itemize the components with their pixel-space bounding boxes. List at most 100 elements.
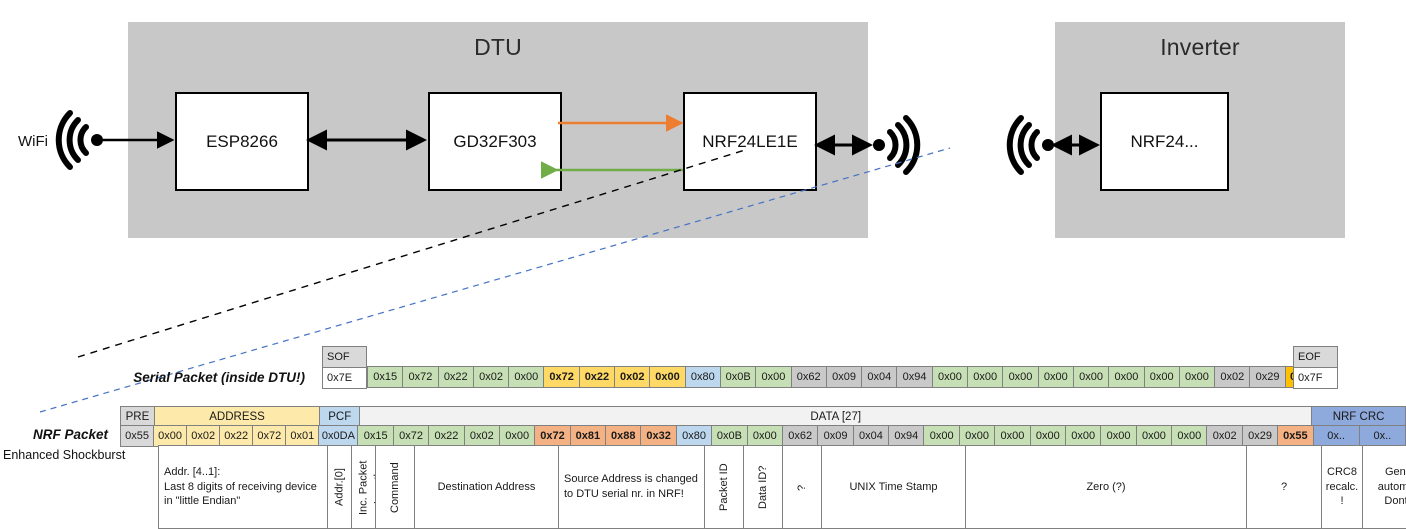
nrf-description-table: Addr. [4..1]: Last 8 digits of receiving… (120, 445, 1406, 529)
inverter-title: Inverter (1055, 34, 1345, 61)
desc-zero: Zero (?) (966, 446, 1247, 529)
serial-eof-header: EOF (1294, 347, 1338, 368)
serial-byte-2: 0x22 (438, 367, 473, 388)
nrf-byte-21: 0x00 (1101, 426, 1136, 447)
nrf-crc-byte-0: 0x.. (1313, 426, 1359, 447)
desc-unknown-2: ? (1247, 446, 1322, 529)
nrf-address-byte-4: 0x01 (286, 426, 319, 447)
desc-addr0: Addr.[0] (328, 446, 352, 529)
serial-byte-4: 0x00 (509, 367, 544, 388)
chip-esp8266-label: ESP8266 (206, 132, 278, 152)
desc-nrf-crc: Generated automatically. Dont Care! (1363, 446, 1406, 529)
nrf-address-byte-1: 0x02 (187, 426, 220, 447)
nrf-header-table: PRE ADDRESS PCF DATA [27] NRF CRC (120, 406, 1406, 427)
desc-pre-spacer (120, 446, 159, 529)
nrf-byte-11: 0x00 (747, 426, 782, 447)
nrf-byte-5: 0x72 (535, 426, 570, 447)
serial-packet-label: Serial Packet (inside DTU!) (0, 370, 305, 385)
serial-byte-19: 0x00 (1038, 367, 1073, 388)
chip-nrf24le1e: NRF24LE1E (683, 92, 817, 191)
desc-crc8: CRC8 recalc. ! (1322, 446, 1363, 529)
nrf-byte-20: 0x00 (1065, 426, 1100, 447)
serial-byte-24: 0x02 (1215, 367, 1250, 388)
nrf-address-byte-3: 0x72 (253, 426, 286, 447)
chip-esp8266: ESP8266 (175, 92, 309, 191)
nrf-byte-17: 0x00 (959, 426, 994, 447)
desc-data-id: Data ID? (744, 446, 783, 529)
serial-byte-10: 0x0B (720, 367, 755, 388)
serial-byte-22: 0x00 (1144, 367, 1179, 388)
nrf-crc-byte-1: 0x.. (1359, 426, 1405, 447)
nrf-address-byte-0: 0x00 (154, 426, 187, 447)
nrf-pre-header: PRE (121, 407, 155, 427)
serial-byte-15: 0x94 (897, 367, 932, 388)
nrf-packet-label: NRF Packet (0, 427, 108, 442)
serial-byte-18: 0x00 (1003, 367, 1038, 388)
chip-gd32f303: GD32F303 (428, 92, 562, 191)
nrf-crc-header: NRF CRC (1312, 407, 1406, 427)
desc-unknown-1: ? (783, 446, 822, 529)
chip-nrf24le1e-label: NRF24LE1E (702, 132, 797, 152)
serial-byte-8: 0x00 (650, 367, 685, 388)
serial-byte-25: 0x29 (1250, 367, 1285, 388)
nrf-address-header: ADDRESS (154, 407, 319, 427)
serial-byte-5: 0x72 (544, 367, 579, 388)
nrf-byte-3: 0x02 (464, 426, 499, 447)
nrf-byte-23: 0x00 (1172, 426, 1207, 447)
nrf-pre-value: 0x55 (121, 426, 154, 447)
nrf-byte-10: 0x0B (712, 426, 747, 447)
nrf-byte-4: 0x00 (499, 426, 534, 447)
serial-byte-1: 0x72 (403, 367, 438, 388)
serial-byte-23: 0x00 (1179, 367, 1214, 388)
nrf-byte-24: 0x02 (1207, 426, 1242, 447)
nrf-byte-6: 0x81 (570, 426, 605, 447)
nrf-byte-26: 0x55 (1278, 426, 1313, 447)
nrf-byte-0: 0x15 (358, 426, 393, 447)
serial-byte-7: 0x02 (615, 367, 650, 388)
chip-nrf24-label: NRF24... (1130, 132, 1198, 152)
nrf-byte-18: 0x00 (995, 426, 1030, 447)
nrf-byte-1: 0x72 (393, 426, 428, 447)
nrf-byte-7: 0x88 (606, 426, 641, 447)
serial-sof-header: SOF (323, 347, 367, 368)
serial-eof-value: 0x7F (1294, 368, 1338, 389)
nrf-pcf-header: PCF (320, 407, 360, 427)
serial-byte-16: 0x00 (932, 367, 967, 388)
nrf-byte-15: 0x94 (889, 426, 924, 447)
serial-sof-table: SOF 0x7E (322, 346, 367, 389)
nrf-byte-25: 0x29 (1242, 426, 1277, 447)
enhanced-shockburst-label: Enhanced Shockburst (0, 448, 126, 462)
block-diagram: DTU Inverter ESP8266 GD32F303 NRF24LE1E … (0, 0, 1406, 270)
serial-byte-3: 0x02 (473, 367, 508, 388)
chip-nrf24: NRF24... (1100, 92, 1229, 191)
serial-sof-value: 0x7E (323, 368, 367, 389)
nrf-data-header: DATA [27] (360, 407, 1312, 427)
serial-byte-20: 0x00 (1073, 367, 1108, 388)
desc-packet-id: Packet ID (705, 446, 744, 529)
serial-byte-6: 0x22 (579, 367, 614, 388)
nrf-byte-8: 0x32 (641, 426, 676, 447)
serial-byte-11: 0x00 (756, 367, 791, 388)
serial-byte-21: 0x00 (1109, 367, 1144, 388)
nrf-byte-14: 0x04 (853, 426, 888, 447)
desc-pcf: 9 Bit! Inc. Packet Length (352, 446, 376, 529)
nrf-byte-2: 0x22 (429, 426, 464, 447)
dtu-title: DTU (128, 34, 868, 61)
desc-unix-time-stamp: UNIX Time Stamp (822, 446, 966, 529)
serial-byte-0: 0x15 (368, 367, 403, 388)
nrf-address-byte-2: 0x22 (220, 426, 253, 447)
chip-gd32f303-label: GD32F303 (453, 132, 536, 152)
serial-byte-13: 0x09 (826, 367, 861, 388)
desc-source-address: Source Address is changed to DTU serial … (559, 446, 705, 529)
nrf-byte-19: 0x00 (1030, 426, 1065, 447)
nrf-byte-13: 0x09 (818, 426, 853, 447)
serial-eof-table: EOF 0x7F (1293, 346, 1338, 389)
serial-byte-17: 0x00 (968, 367, 1003, 388)
nrf-byte-12: 0x62 (782, 426, 817, 447)
nrf-pcf-value: 0x0DA (319, 426, 358, 447)
nrf-byte-22: 0x00 (1136, 426, 1171, 447)
serial-byte-9: 0x80 (685, 367, 720, 388)
nrf-byte-16: 0x00 (924, 426, 959, 447)
